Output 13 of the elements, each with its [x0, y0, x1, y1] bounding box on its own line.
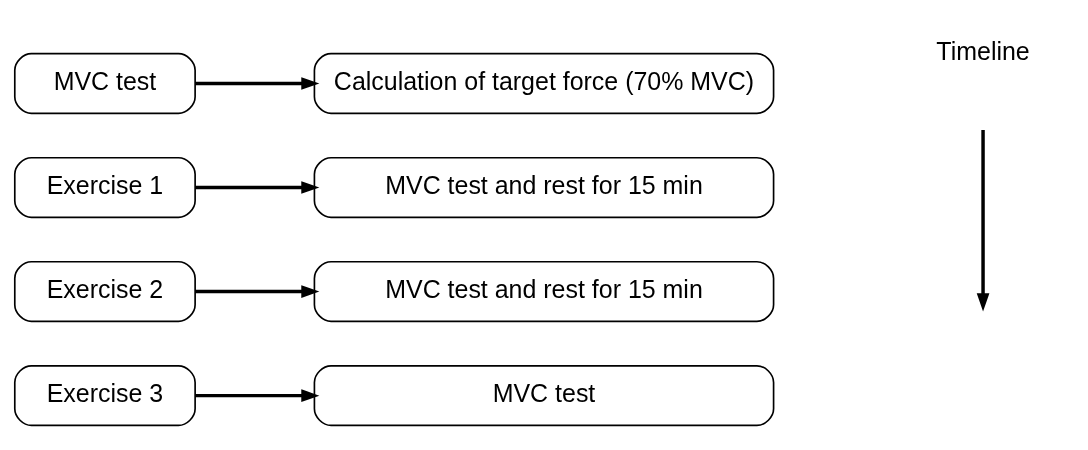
arrow — [195, 389, 320, 402]
arrow — [195, 285, 320, 298]
node-box: Calculation of target force (70% MVC) — [313, 52, 775, 115]
label: Timeline — [936, 37, 1030, 66]
node-box: Exercise 2 — [13, 260, 196, 323]
node-box: Exercise 1 — [13, 156, 196, 219]
node-box: MVC test — [313, 364, 775, 427]
node-box: Exercise 3 — [13, 364, 196, 427]
node-box: MVC test — [13, 52, 196, 115]
arrow — [195, 181, 320, 194]
node-box: MVC test and rest for 15 min — [313, 156, 775, 219]
node-box: MVC test and rest for 15 min — [313, 260, 775, 323]
arrow — [195, 77, 320, 90]
